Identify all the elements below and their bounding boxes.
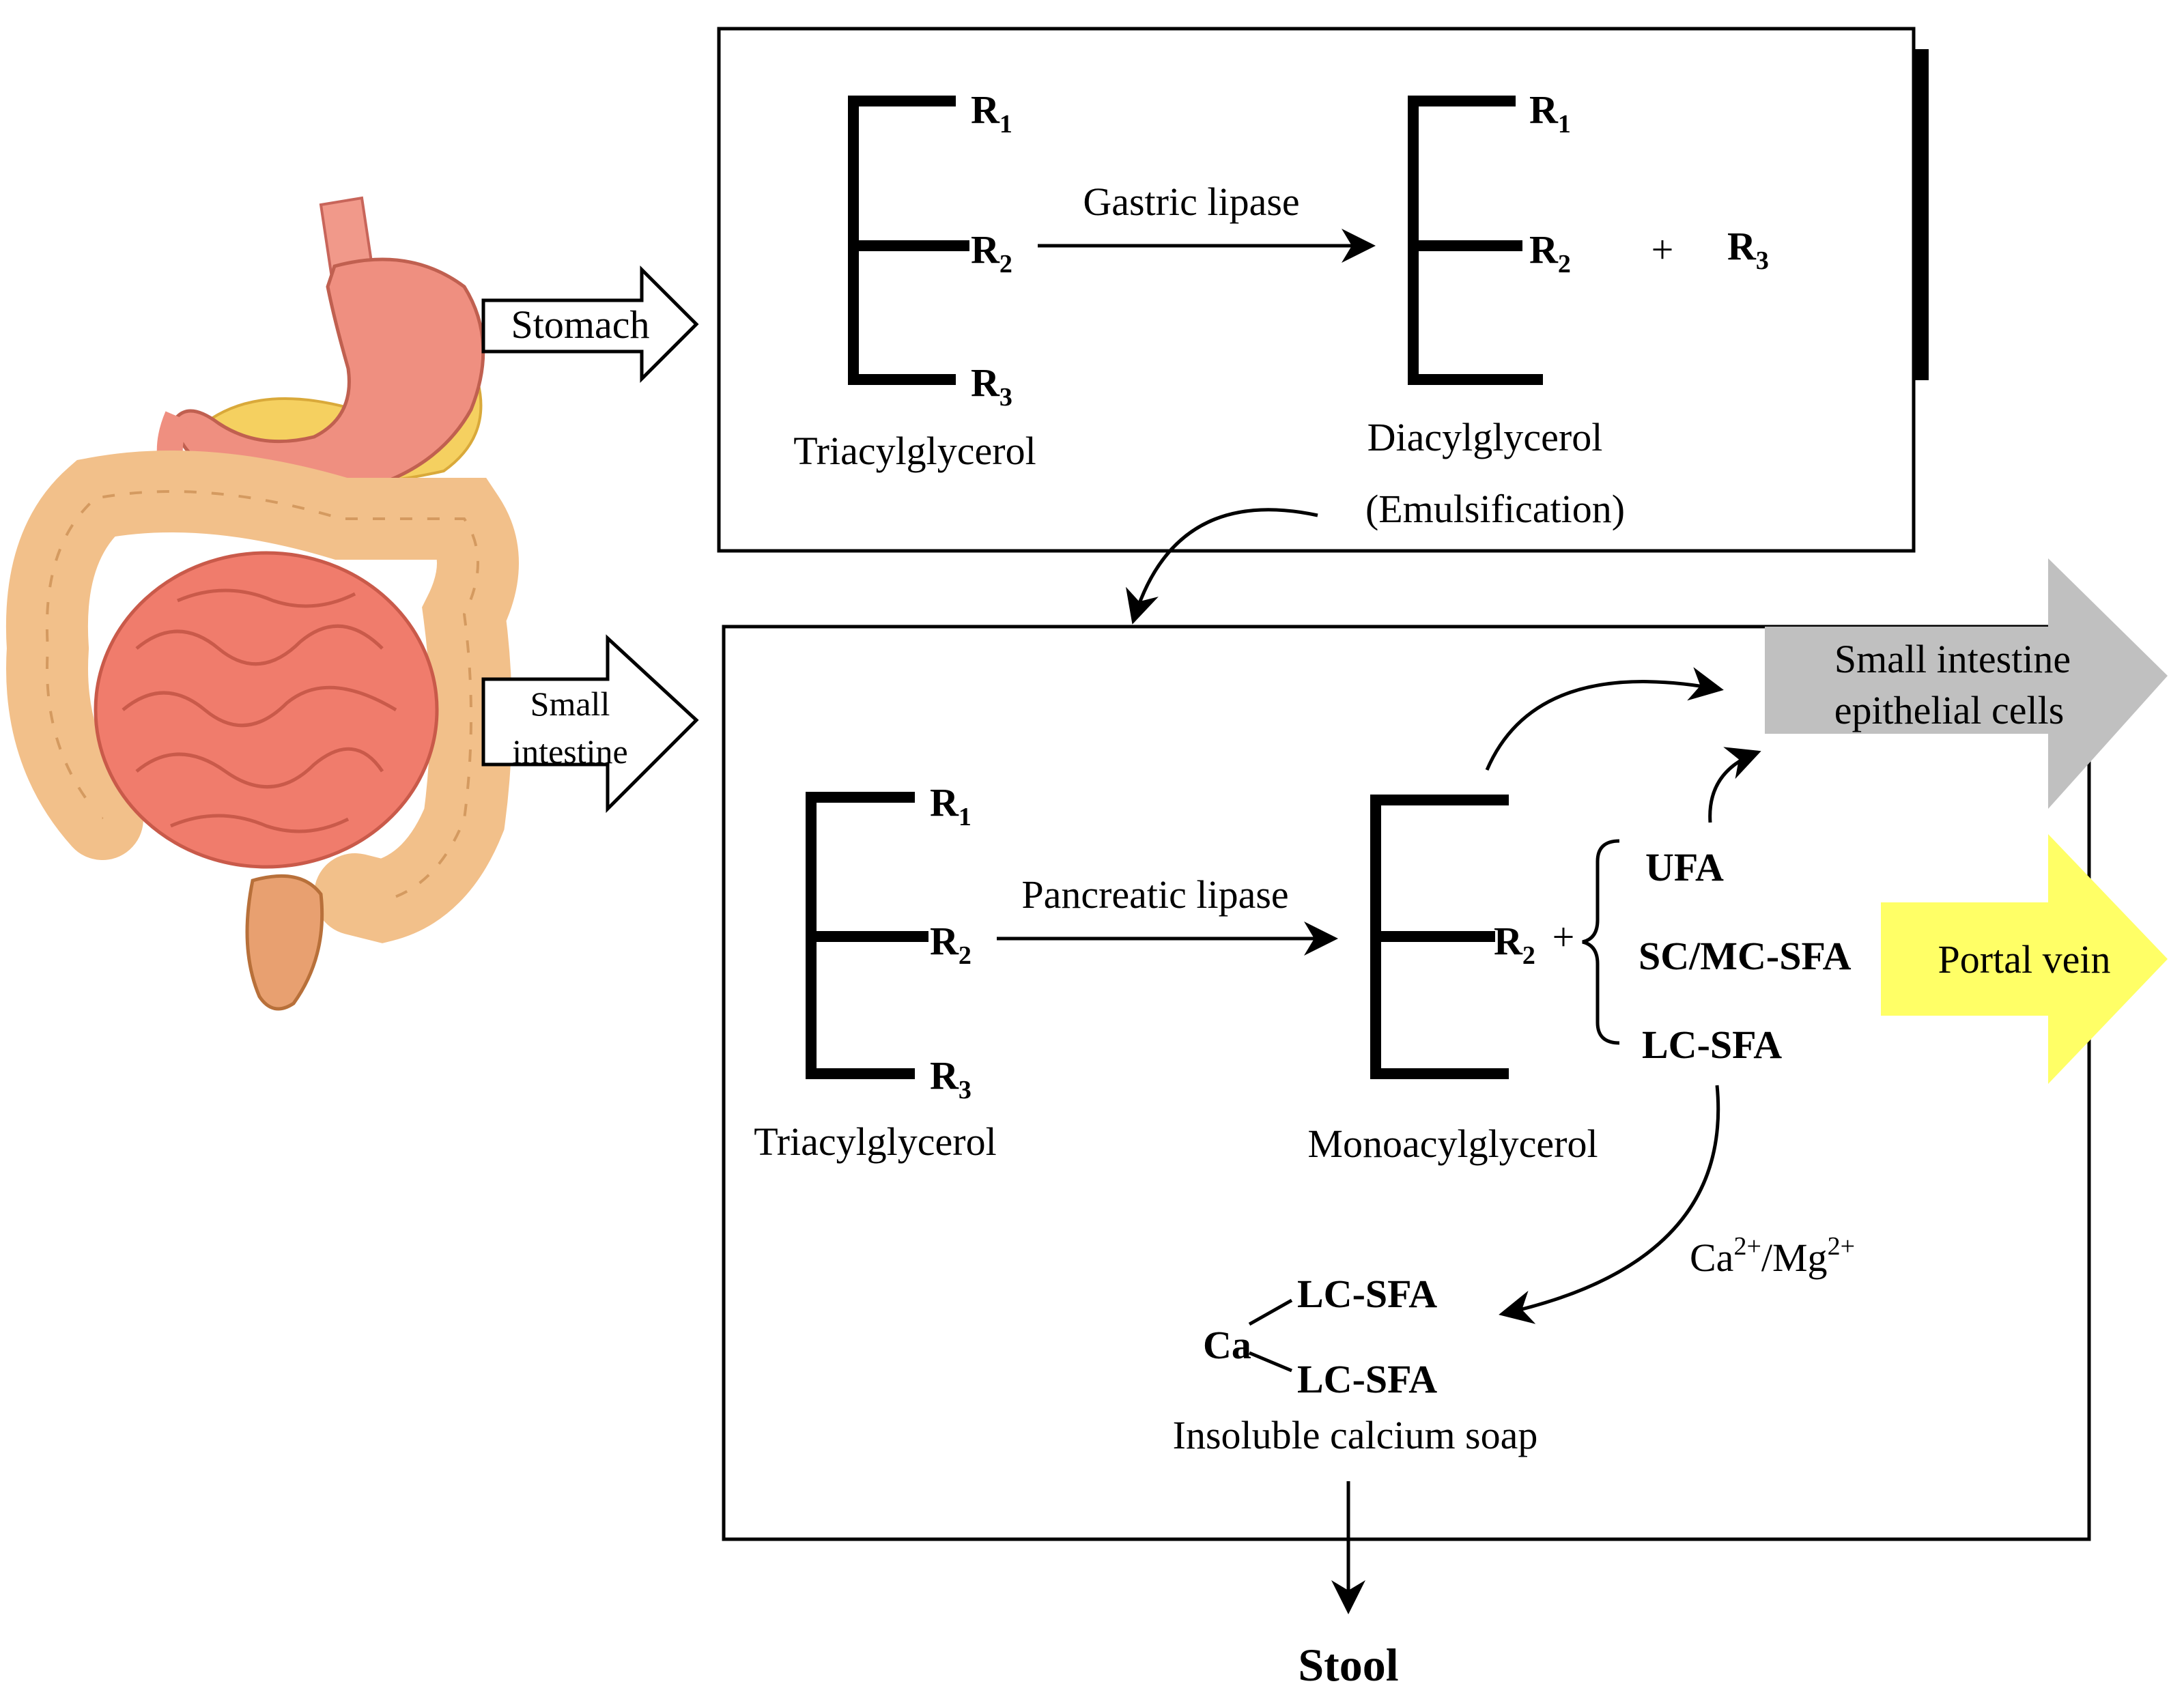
epithelial-label-line2: epithelial cells [1834, 688, 2065, 732]
small-intestine-label-line1: Small [530, 685, 610, 723]
intestine-reaction-box: R1 R2 R3 Triacylglycerol Pancreatic lipa… [722, 625, 2091, 1541]
ufa-label: UFA [1645, 845, 1724, 889]
emulsification-label: (Emulsification) [1365, 487, 1625, 531]
ufa-to-epithelial-arrow [1708, 747, 1761, 823]
intestine-r2-label: R2 [930, 919, 972, 970]
rectum [245, 874, 324, 1011]
box-edge-shadow [1914, 49, 1929, 380]
r2-label: R2 [971, 227, 1012, 278]
calcium-label: Ca [1203, 1323, 1251, 1367]
small-intestine-pointer-arrow: Small intestine [481, 634, 699, 814]
mono-to-epithelial-arrow [1485, 667, 1724, 771]
monoacylglycerol-label: Monoacylglycerol [1307, 1121, 1598, 1166]
mono-r2-label: R2 [1494, 919, 1535, 970]
intestine-triacylglycerol-label: Triacylglycerol [754, 1119, 996, 1164]
monoacylglycerol-skeleton [1370, 795, 1509, 1079]
ca-mg-ions-label: Ca2+/Mg2+ [1690, 1232, 1855, 1280]
stool-label: Stool [1298, 1639, 1398, 1691]
intestine-r1-label: R1 [930, 780, 972, 831]
lc-sfa-label: LC-SFA [1642, 1023, 1782, 1067]
triacylglycerol-skeleton [848, 96, 969, 385]
plus-sign: + [1651, 227, 1674, 272]
appendix [87, 771, 110, 854]
stomach-reaction-box: R1 R2 R3 Triacylglycerol Gastric lipase … [717, 27, 1929, 553]
intestine-triacylglycerol-skeleton [806, 792, 928, 1079]
triacylglycerol-label: Triacylglycerol [793, 429, 1036, 473]
diacylglycerol-label: Diacylglycerol [1367, 415, 1603, 459]
fatty-acid-brace [1582, 839, 1620, 1045]
product-r1-label: R1 [1529, 87, 1571, 139]
mono-plus-sign: + [1552, 915, 1575, 959]
released-r3-label: R3 [1727, 224, 1769, 275]
r3-label: R3 [971, 360, 1012, 412]
lc-sfa-to-soap-arrow [1499, 1085, 1720, 1324]
scmc-sfa-label: SC/MC-SFA [1639, 934, 1852, 978]
epithelial-label-line1: Small intestine [1834, 637, 2071, 681]
stomach-label: Stomach [511, 302, 650, 347]
ca-bond-lower [1249, 1351, 1292, 1373]
soap-chain1-label: LC-SFA [1297, 1272, 1437, 1316]
intestine-r3-label: R3 [930, 1053, 972, 1104]
emulsification-transfer-arrow [1126, 508, 1318, 625]
r1-label: R1 [971, 87, 1012, 139]
calcium-soap-label: Insoluble calcium soap [1173, 1413, 1538, 1457]
portal-vein-arrow: Portal vein [1881, 834, 2168, 1084]
small-intestine-label-line2: intestine [512, 732, 627, 771]
diacylglycerol-skeleton [1408, 96, 1543, 385]
soap-chain2-label: LC-SFA [1297, 1357, 1437, 1401]
gastric-lipase-label: Gastric lipase [1083, 180, 1299, 224]
stomach-pointer-arrow: Stomach [481, 265, 699, 384]
portal-vein-label: Portal vein [1938, 937, 2111, 982]
epithelial-cells-arrow: Small intestine epithelial cells [1765, 558, 2168, 809]
digestive-organs-illustration [5, 196, 519, 1011]
small-intestine-organ [94, 551, 439, 869]
ca-bond-upper [1248, 1298, 1293, 1326]
product-r2-label: R2 [1529, 227, 1571, 278]
pancreatic-lipase-label: Pancreatic lipase [1021, 872, 1288, 917]
